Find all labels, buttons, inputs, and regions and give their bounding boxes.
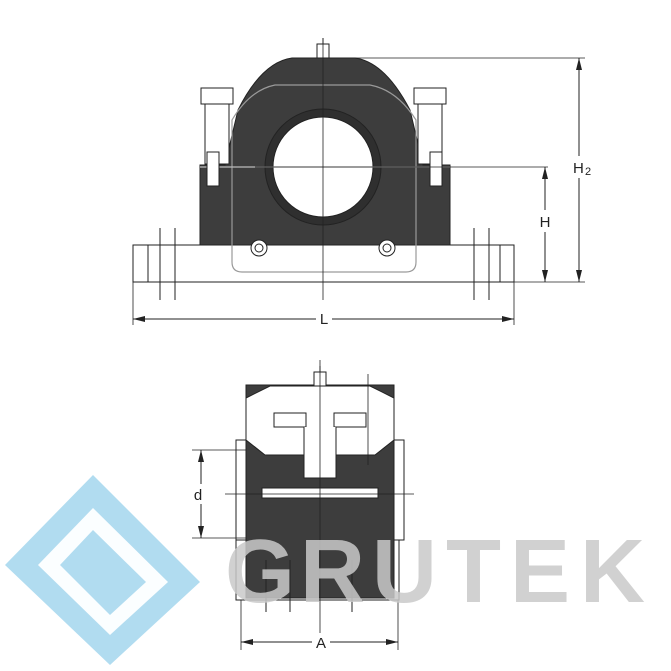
watermark-letter-g: G	[225, 522, 295, 622]
side-cap-bolt-left	[273, 412, 307, 428]
side-view	[192, 360, 414, 650]
dimension-L-label: L	[320, 311, 328, 328]
dimension-H2-label: H	[573, 160, 584, 177]
cap-bolt-left	[200, 87, 234, 105]
dimension-d-label: d	[194, 487, 202, 504]
watermark-letter-r: R	[300, 522, 365, 622]
dowel-hole-right	[378, 239, 396, 257]
base-plate	[132, 244, 515, 283]
dimension-H-label: H	[540, 214, 551, 231]
side-cap-bolt-right	[333, 412, 367, 428]
housing-inner-outline	[231, 84, 417, 273]
watermark-letter-t: T	[446, 522, 501, 622]
cap-bolt-right	[413, 87, 447, 105]
grutek-watermark-text: G R U T E K	[225, 522, 645, 622]
dowel-hole-left	[250, 239, 268, 257]
dimension-H2-subscript: 2	[585, 166, 591, 178]
grutek-logo-mark	[5, 475, 200, 665]
front-view	[132, 38, 585, 325]
watermark-letter-k: K	[580, 522, 645, 622]
watermark-letter-u: U	[372, 522, 437, 622]
watermark-letter-e: E	[510, 522, 570, 622]
dimension-A-label: A	[316, 635, 326, 652]
